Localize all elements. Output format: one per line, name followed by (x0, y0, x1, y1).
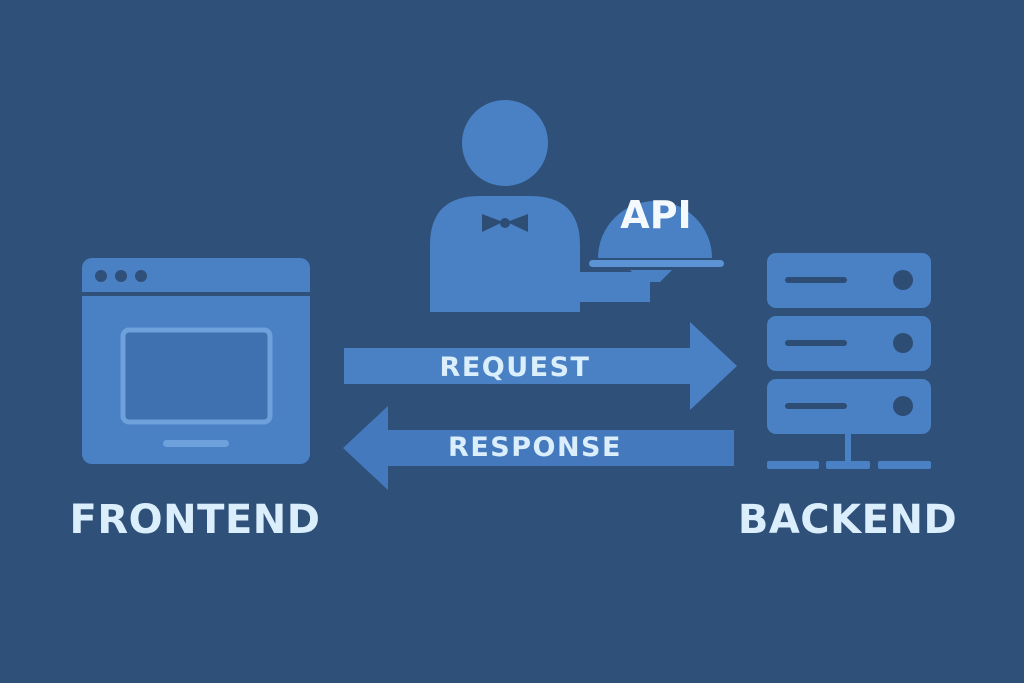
request-arrow (344, 322, 737, 410)
request-label: REQUEST (439, 352, 591, 383)
response-arrow (343, 406, 734, 490)
backend-label: BACKEND (737, 497, 958, 543)
response-label: RESPONSE (448, 432, 622, 463)
server-stack-icon (767, 253, 931, 469)
api-label: API (620, 193, 692, 237)
browser-window-icon (82, 258, 310, 464)
waiter-icon (430, 100, 724, 312)
frontend-label: FRONTEND (69, 497, 321, 543)
